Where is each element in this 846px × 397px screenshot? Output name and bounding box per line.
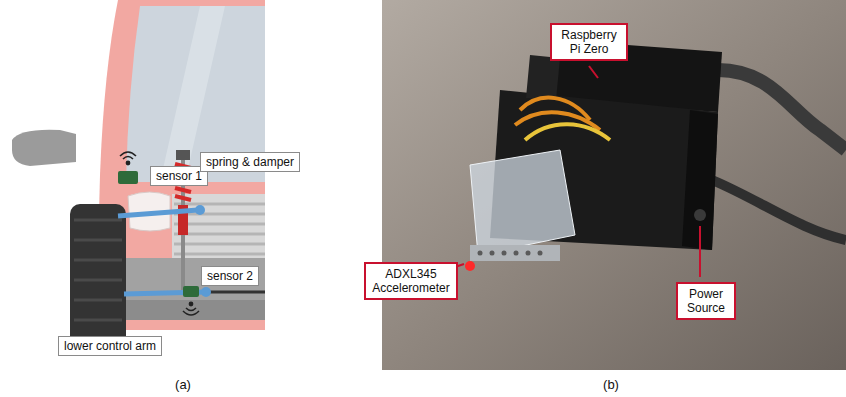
callout-box: Raspberry Pi Zero bbox=[550, 23, 628, 61]
label-text: Raspberry Pi Zero bbox=[557, 28, 621, 56]
device-photo bbox=[382, 0, 846, 370]
panel-label: (a) bbox=[175, 377, 191, 392]
part-label: spring & damper bbox=[200, 152, 300, 172]
label-text: Power Source bbox=[683, 287, 729, 315]
label-text: sensor 2 bbox=[207, 269, 253, 283]
sensor-label: sensor 2 bbox=[201, 266, 259, 286]
label-text: lower control arm bbox=[64, 339, 156, 353]
label-text: ADXL345 Accelerometer bbox=[371, 267, 451, 295]
part-label: lower control arm bbox=[58, 336, 162, 356]
callout-box: ADXL345 Accelerometer bbox=[364, 262, 458, 300]
callout-box: Power Source bbox=[676, 282, 736, 320]
label-text: spring & damper bbox=[206, 155, 294, 169]
panel-label: (b) bbox=[603, 377, 619, 392]
car-illustration bbox=[12, 0, 265, 356]
label-text: sensor 1 bbox=[156, 169, 202, 183]
